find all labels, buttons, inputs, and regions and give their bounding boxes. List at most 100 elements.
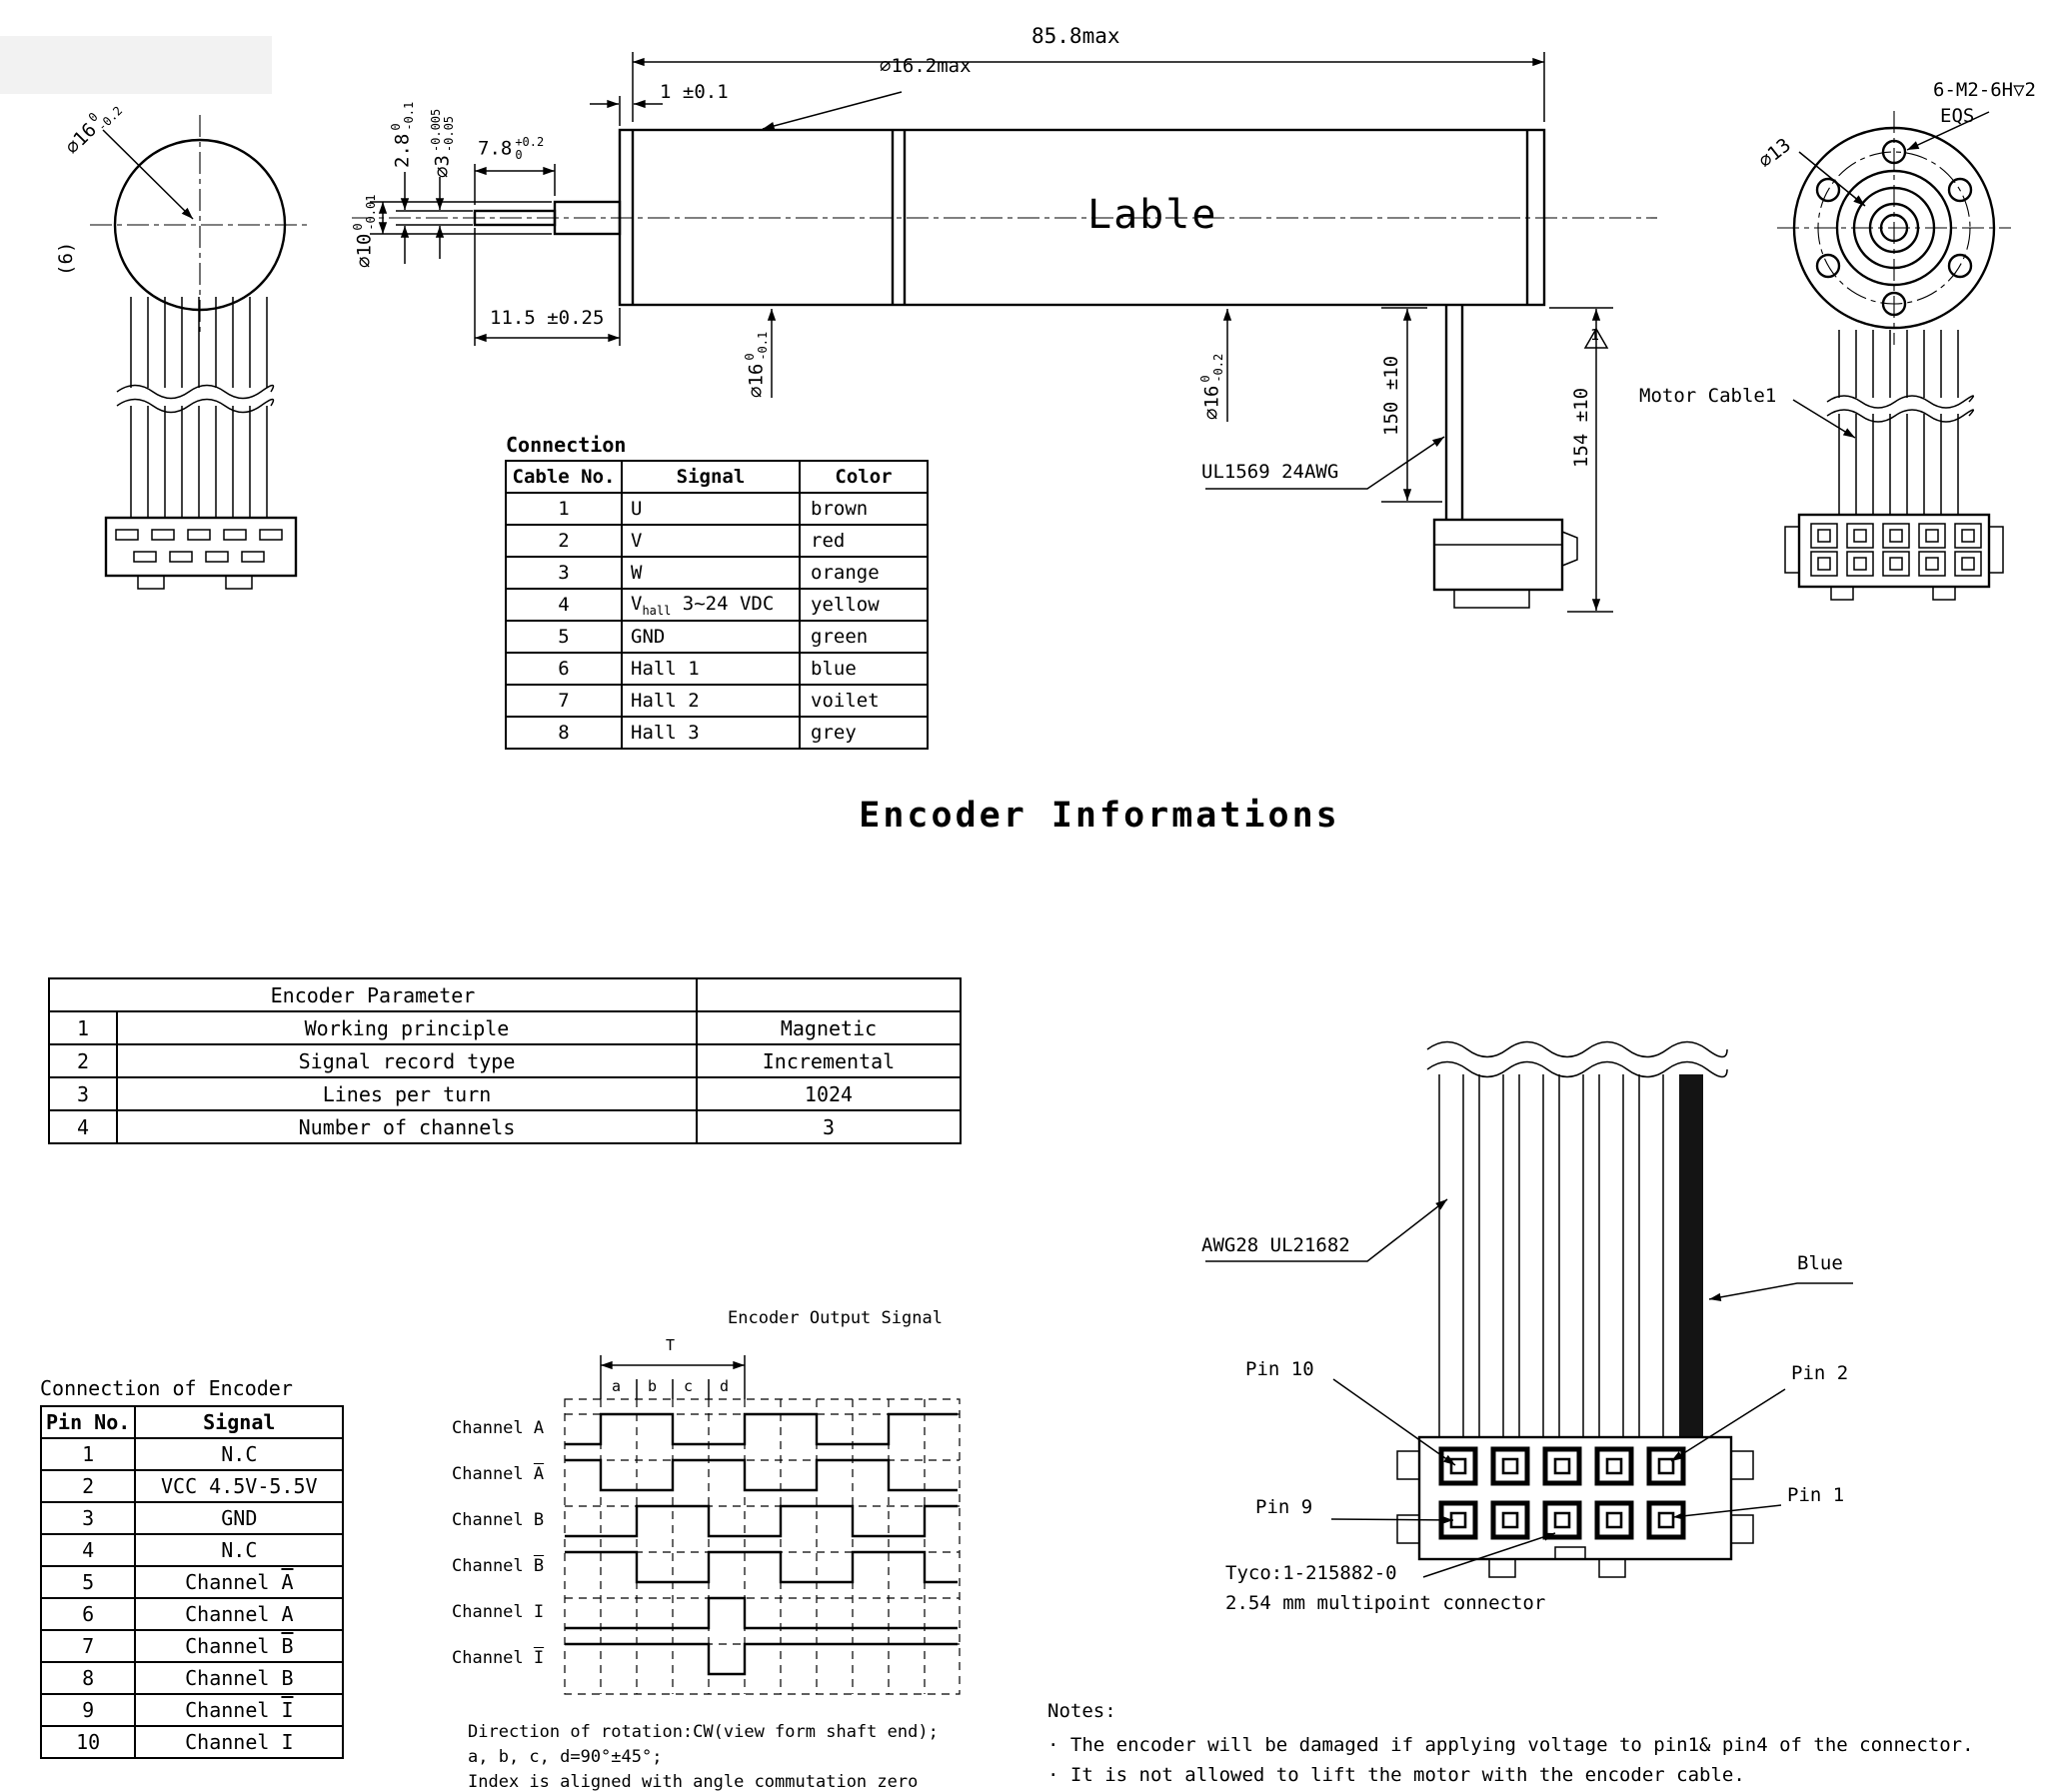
waveform-note-index: Index is aligned with angle commutation … [468,1772,919,1792]
table-cell: Incremental [696,1043,962,1078]
front-view-drawing [90,115,310,590]
waveform-channel-label: Channel I [452,1602,545,1622]
cable-spec-label: UL1569 24AWG [1201,461,1339,483]
rear-view-drawing [1777,111,2011,601]
table-cell: Vhall 3~24 VDC [621,588,801,622]
waveform-quarter-b: b [648,1377,658,1395]
table-cell: orange [799,556,929,590]
mounting-thread-spec: 6-M2-6H▽2 [1933,79,2036,101]
table-cell: 4 [505,588,623,622]
waveform-quarter-d: d [720,1377,730,1395]
table-title-row: Encoder Parameter [48,977,962,1012]
blue-wire-label: Blue [1797,1252,1843,1274]
dim-overall-length: 85.8max [1031,24,1120,48]
table-cell: Lines per turn [116,1076,698,1111]
table-cell: green [799,620,929,654]
table-cell: blue [799,652,929,686]
waveform-channel-label: Channel A [452,1418,545,1438]
pin-10-label: Pin 10 [1245,1358,1314,1380]
table-cell: Hall 2 [621,684,801,718]
table-cell: brown [799,492,929,526]
table-cell: 6 [505,652,623,686]
waveform-title: Encoder Output Signal [728,1308,943,1328]
table-cell: yellow [799,588,929,622]
note-lifting-warning: · It is not allowed to lift the motor wi… [1047,1764,1745,1786]
table-cell: 1024 [696,1076,962,1111]
table-cell: Channel B [134,1629,345,1663]
table-cell: 6 [39,1597,137,1631]
table-cell: Channel I [134,1725,345,1759]
dim-max-diameter: ∅16.2max [880,55,972,77]
dim-cable-length-150: 150 ±10 [1380,355,1402,436]
table-cell: Channel B [134,1661,345,1695]
table-cell: Signal record type [116,1043,698,1078]
table-cell: 4 [39,1533,137,1567]
watermark [0,36,272,94]
header-row: Pin No.Signal [39,1405,345,1439]
waveform-note-rotation: Direction of rotation:CW(view form shaft… [468,1722,939,1742]
table-cell: red [799,524,929,558]
table-cell: 3 [696,1109,962,1144]
dim-cable-width: (6) [55,241,77,276]
dim-shaft-tip-diameter: ∅3-0.005-0.05 [429,108,457,178]
table-cell: Hall 3 [621,716,801,750]
table-cell: 2 [39,1469,137,1503]
notes-title: Notes: [1047,1700,1116,1722]
table-cell: N.C [134,1437,345,1471]
pin-1-label: Pin 1 [1787,1484,1845,1506]
table-cell: 10 [39,1725,137,1759]
table-cell: 7 [505,684,623,718]
waveform-period-label: T [666,1336,676,1354]
column-header: Cable No. [505,460,623,494]
connector-pitch-label: 2.54 mm multipoint connector [1225,1592,1546,1614]
waveform-channel-label: Channel A [452,1464,545,1484]
motor-label-text: Lable [1087,192,1218,238]
dim-flag-1: 1 [1590,326,1600,344]
table-cell [696,977,962,1012]
table-cell: 8 [505,716,623,750]
connector-part-number: Tyco:1-215882-0 [1225,1562,1397,1584]
waveform-channel-label: Channel B [452,1556,545,1576]
pin-9-label: Pin 9 [1255,1496,1313,1518]
encoder-waveform-traces [565,1412,958,1676]
note-voltage-warning: · The encoder will be damaged if applyin… [1047,1734,1974,1756]
side-view-drawing [352,52,1657,613]
column-header: Color [799,460,929,494]
table-cell: 1 [39,1437,137,1471]
encoder-pins-table-title: Connection of Encoder [40,1376,293,1400]
table-cell: voilet [799,684,929,718]
waveform-quarter-c: c [684,1377,694,1395]
table-cell: 1 [505,492,623,526]
table-cell: 9 [39,1693,137,1727]
table-cell: V [621,524,801,558]
eqs-label: EQS [1940,105,1975,127]
page-title: Encoder Informations [859,796,1340,836]
table-cell: Number of channels [116,1109,698,1144]
dim-cable-length-154: 154 ±10 [1570,387,1592,468]
table-cell: U [621,492,801,526]
